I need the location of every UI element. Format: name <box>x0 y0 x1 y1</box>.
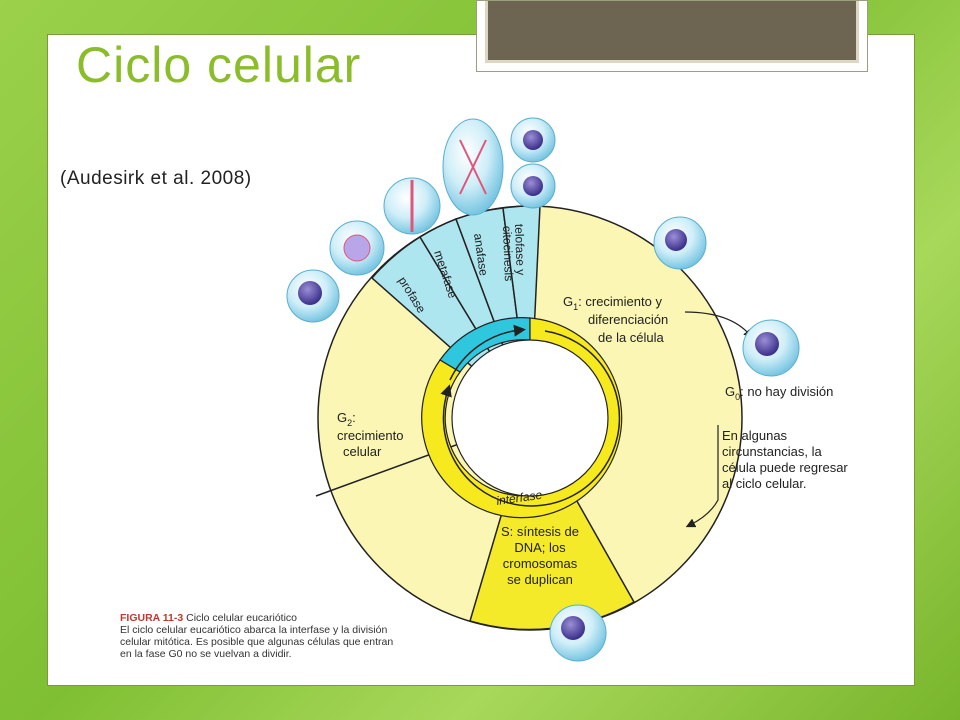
cell-g1 <box>653 216 707 270</box>
phase-label-telofase: telofase y <box>512 224 528 276</box>
svg-text:diferenciación: diferenciación <box>588 312 668 327</box>
cell-s <box>549 604 607 662</box>
svg-text:S: síntesis de: S: síntesis de <box>501 524 579 539</box>
caption-line-2: celular mitótica. Es posible que algunas… <box>120 636 394 648</box>
g0-note: En algunas circunstancias, la célula pue… <box>722 428 848 491</box>
cell-metaphase <box>383 177 441 235</box>
cell-interphase-left <box>286 269 340 323</box>
svg-text:En algunas: En algunas <box>722 428 788 443</box>
cell-images <box>286 117 800 662</box>
cell-g0 <box>742 319 800 377</box>
figure-label: FIGURA 11-3 <box>120 612 184 624</box>
interfase-label: interfase <box>495 488 543 508</box>
title-decoration-fill <box>485 1 859 63</box>
g0-return-arrow <box>685 425 719 528</box>
caption-line-1: El ciclo celular eucariótico abarca la i… <box>120 624 388 636</box>
cell-prophase <box>329 220 385 276</box>
svg-text:circunstancias, la: circunstancias, la <box>722 444 822 459</box>
caption-line-3: en la fase G0 no se vuelvan a dividir. <box>120 648 292 660</box>
g0-label: G0: no hay división <box>725 384 833 402</box>
g1-label: G1: crecimiento y diferenciación de la c… <box>563 294 668 345</box>
svg-text:crecimiento: crecimiento <box>337 428 403 443</box>
svg-text:se duplican: se duplican <box>507 572 573 587</box>
svg-text:G0: no hay división: G0: no hay división <box>725 384 833 402</box>
svg-text:G1: crecimiento y: G1: crecimiento y <box>563 294 662 312</box>
svg-text:celular: celular <box>343 444 382 459</box>
cell-telophase <box>510 117 556 209</box>
phase-label-citocinesis: citocinesis <box>500 226 516 282</box>
g2-label: G2: crecimiento celular <box>337 410 403 459</box>
figure-caption: FIGURA 11-3 Ciclo celular eucariótico El… <box>120 612 440 660</box>
phase-label-anafase: anafase <box>471 232 491 277</box>
center-hole <box>451 339 609 497</box>
svg-text:célula puede regresar: célula puede regresar <box>722 460 848 475</box>
svg-text:de la célula: de la célula <box>598 330 665 345</box>
figure-title: Ciclo celular eucariótico <box>183 612 298 624</box>
s-label: S: síntesis de DNA; los cromosomas se du… <box>501 524 579 587</box>
svg-text:G2:: G2: <box>337 410 356 428</box>
svg-text:DNA; los: DNA; los <box>514 540 566 555</box>
title-decoration-box <box>476 0 868 72</box>
svg-text:cromosomas: cromosomas <box>503 556 578 571</box>
svg-text:al ciclo celular.: al ciclo celular. <box>722 476 807 491</box>
slide-title: Ciclo celular <box>76 37 362 93</box>
g0-exit-arrow <box>684 311 754 339</box>
citation-text: (Audesirk et al. 2008) <box>60 168 252 189</box>
cell-anaphase <box>442 118 504 216</box>
